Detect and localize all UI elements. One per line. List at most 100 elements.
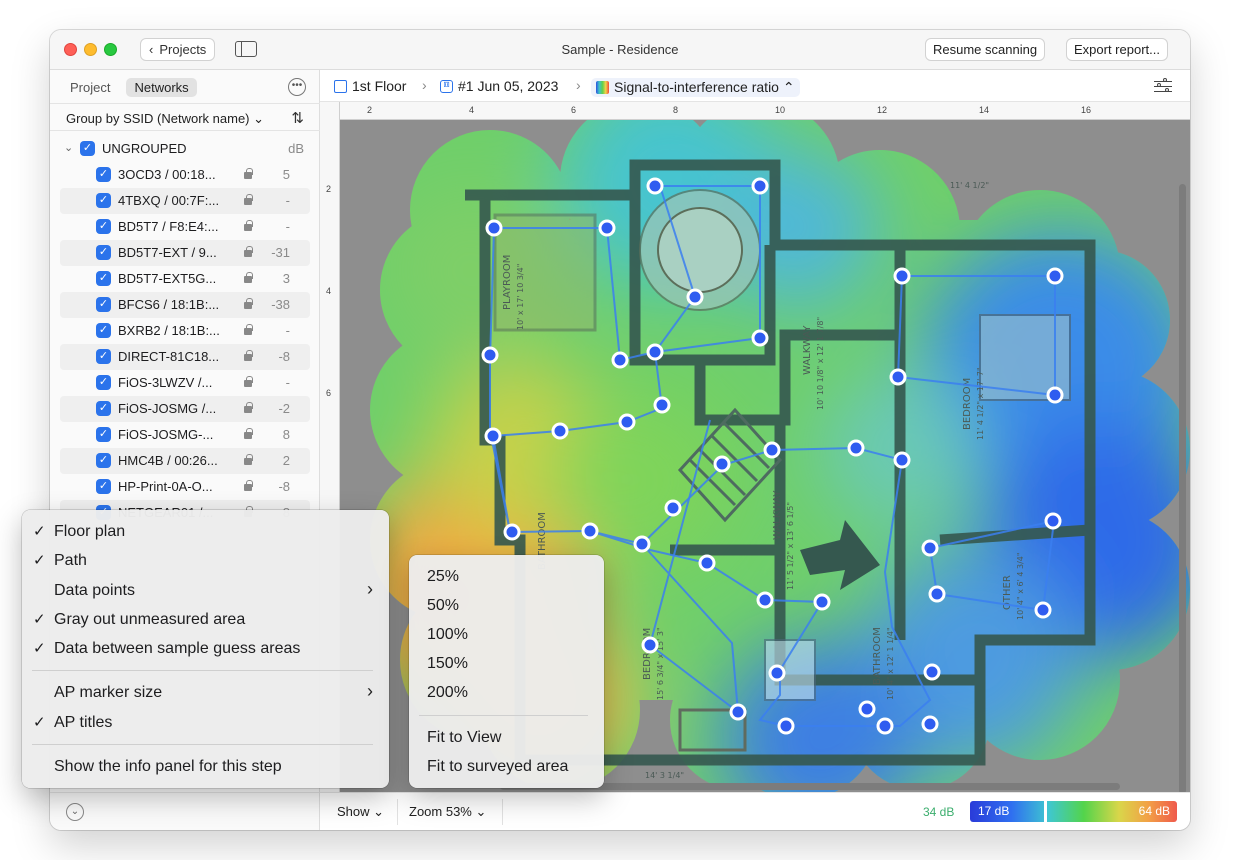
- sidebar-toggle-icon[interactable]: [235, 41, 257, 57]
- lock-icon: [243, 245, 253, 257]
- heatmap-icon: [596, 81, 609, 94]
- breadcrumb-scan[interactable]: ⚅ #1 Jun 05, 2023: [440, 78, 558, 94]
- zoom-menu-item[interactable]: 150%: [409, 649, 604, 678]
- ruler-tick-label: 14: [979, 105, 990, 115]
- show-menu-button[interactable]: Show ⌄: [337, 804, 385, 819]
- minimize-window-button[interactable]: [84, 43, 97, 56]
- zoom-menu-button[interactable]: Zoom 53% ⌄: [409, 804, 487, 819]
- room-dim-bedroom-2: 15' 6 3/4" x 15' 3": [656, 627, 665, 700]
- show-menu-item[interactable]: ✓Gray out unmeasured area: [22, 605, 389, 634]
- lock-icon: [243, 219, 253, 231]
- show-menu-item[interactable]: AP marker size›: [22, 678, 389, 707]
- network-value: -8: [278, 349, 290, 364]
- chevron-down-circle-icon[interactable]: ⌄: [66, 803, 84, 821]
- network-checkbox[interactable]: ✓: [96, 245, 111, 260]
- network-checkbox[interactable]: ✓: [96, 401, 111, 416]
- zoom-menu-item[interactable]: 50%: [409, 591, 604, 620]
- zoom-menu-item[interactable]: 100%: [409, 620, 604, 649]
- network-name: 4TBXQ / 00:7F:...: [118, 193, 220, 208]
- export-report-button[interactable]: Export report...: [1066, 38, 1168, 61]
- network-checkbox[interactable]: ✓: [96, 479, 111, 494]
- zoom-menu-item-label: 100%: [427, 626, 468, 643]
- network-checkbox[interactable]: ✓: [96, 271, 111, 286]
- sliders-icon[interactable]: [1154, 78, 1172, 93]
- room-dim-other: 10' 4" x 6' 4 3/4": [1016, 552, 1025, 620]
- show-menu-item[interactable]: Show the info panel for this step: [22, 752, 389, 781]
- chevron-down-icon[interactable]: ⌄: [64, 142, 74, 154]
- sort-arrows-icon[interactable]: ⇅: [291, 110, 304, 127]
- list-item[interactable]: ✓FiOS-JOSMG-...8: [60, 422, 310, 448]
- app-window: ‹ Projects Sample - Residence Resume sca…: [50, 30, 1190, 830]
- list-item[interactable]: ✓4TBXQ / 00:7F:...-: [60, 188, 310, 214]
- color-scale-legend[interactable]: 17 dB 64 dB: [970, 801, 1177, 822]
- show-menu-item-label: Path: [54, 552, 87, 569]
- network-name: BD5T7-EXT / 9...: [118, 245, 217, 260]
- lock-icon: [243, 453, 253, 465]
- network-checkbox[interactable]: ✓: [96, 193, 111, 208]
- list-item[interactable]: ✓3OCD3 / 00:18...5: [60, 162, 310, 188]
- show-menu-item[interactable]: ✓Data between sample guess areas: [22, 634, 389, 663]
- list-item[interactable]: ✓HP-Print-0A-O...-8: [60, 474, 310, 500]
- list-item[interactable]: ✓BXRB2 / 18:1B:...-: [60, 318, 310, 344]
- network-name: BFCS6 / 18:1B:...: [118, 297, 220, 312]
- show-menu-item-label: AP marker size: [54, 684, 163, 701]
- group-label: UNGROUPED: [102, 141, 187, 156]
- list-item[interactable]: ✓FiOS-3LWZV /...-: [60, 370, 310, 396]
- tab-project[interactable]: Project: [70, 80, 111, 95]
- network-checkbox[interactable]: ✓: [96, 167, 111, 182]
- show-menu-item[interactable]: Data points›: [22, 576, 389, 605]
- room-label-other: OTHER: [1002, 575, 1013, 610]
- group-by-dropdown[interactable]: Group by SSID (Network name) ⌄: [66, 111, 265, 126]
- resume-scanning-button[interactable]: Resume scanning: [925, 38, 1046, 61]
- network-checkbox[interactable]: ✓: [96, 297, 111, 312]
- room-dim-walkway-2: 11' 5 1/2" x 13' 6 1/5": [786, 502, 795, 590]
- zoom-menu-item[interactable]: Fit to View: [409, 723, 604, 752]
- breadcrumb-floor[interactable]: 1st Floor: [334, 78, 406, 94]
- visualization-dropdown[interactable]: Signal-to-interference ratio ⌃: [591, 78, 800, 97]
- list-item[interactable]: ✓HMC4B / 00:26...2: [60, 448, 310, 474]
- horizontal-scrollbar[interactable]: [500, 783, 1120, 790]
- close-window-button[interactable]: [64, 43, 77, 56]
- vertical-scrollbar[interactable]: [1179, 184, 1186, 794]
- zoom-menu-item[interactable]: 200%: [409, 678, 604, 707]
- ruler-tick-label: 6: [571, 105, 577, 115]
- visualization-label: Signal-to-interference ratio ⌃: [614, 79, 795, 95]
- list-item[interactable]: ✓BD5T7-EXT5G...3: [60, 266, 310, 292]
- tab-networks[interactable]: Networks: [126, 78, 197, 97]
- zoom-menu-item-label: 50%: [427, 597, 460, 614]
- list-item[interactable]: ✓BD5T7-EXT / 9...-31: [60, 240, 310, 266]
- room-labels: PLAYROOM 10' x 17' 10 3/4" WALKWAY 10' 1…: [502, 181, 1025, 780]
- list-item[interactable]: ✓BD5T7 / F8:E4:...-: [60, 214, 310, 240]
- list-item[interactable]: ✓ DIRECT-81C18... -8: [60, 344, 310, 370]
- network-checkbox[interactable]: ✓: [96, 427, 111, 442]
- group-row-ungrouped[interactable]: ⌄ ✓ UNGROUPED dB: [60, 136, 310, 162]
- network-name: DIRECT-81C18...: [118, 349, 220, 364]
- floor-plan-canvas[interactable]: PLAYROOM 10' x 17' 10 3/4" WALKWAY 10' 1…: [340, 120, 1190, 794]
- zoom-window-button[interactable]: [104, 43, 117, 56]
- network-checkbox[interactable]: ✓: [96, 375, 111, 390]
- network-checkbox[interactable]: ✓: [96, 453, 111, 468]
- list-item[interactable]: ✓FiOS-JOSMG /...-2: [60, 396, 310, 422]
- network-checkbox[interactable]: ✓: [96, 219, 111, 234]
- ruler-tick-label: 2: [326, 184, 332, 194]
- scale-cutoff-handle[interactable]: [1044, 801, 1047, 822]
- show-menu-item[interactable]: ✓Path: [22, 546, 389, 575]
- zoom-menu-item-label: 200%: [427, 684, 468, 701]
- network-checkbox[interactable]: ✓: [96, 323, 111, 338]
- checkmark-icon: ✓: [33, 714, 46, 731]
- show-menu-item[interactable]: ✓AP titles: [22, 708, 389, 737]
- zoom-menu-item[interactable]: 25%: [409, 562, 604, 591]
- menu-separator: [419, 715, 588, 716]
- list-item[interactable]: ✓BFCS6 / 18:1B:...-38: [60, 292, 310, 318]
- show-menu-item[interactable]: ✓Floor plan: [22, 517, 389, 546]
- ellipsis-circle-icon[interactable]: •••: [288, 78, 306, 96]
- back-to-projects-button[interactable]: ‹ Projects: [140, 38, 216, 61]
- toolbar-divider: [397, 799, 398, 825]
- network-checkbox[interactable]: ✓: [96, 349, 111, 364]
- ruler-tick-label: 2: [367, 105, 373, 115]
- network-name: HMC4B / 00:26...: [118, 453, 218, 468]
- checkmark-icon: ✓: [33, 611, 46, 628]
- group-checkbox[interactable]: ✓: [80, 141, 95, 156]
- zoom-menu-item[interactable]: Fit to surveyed area: [409, 752, 604, 781]
